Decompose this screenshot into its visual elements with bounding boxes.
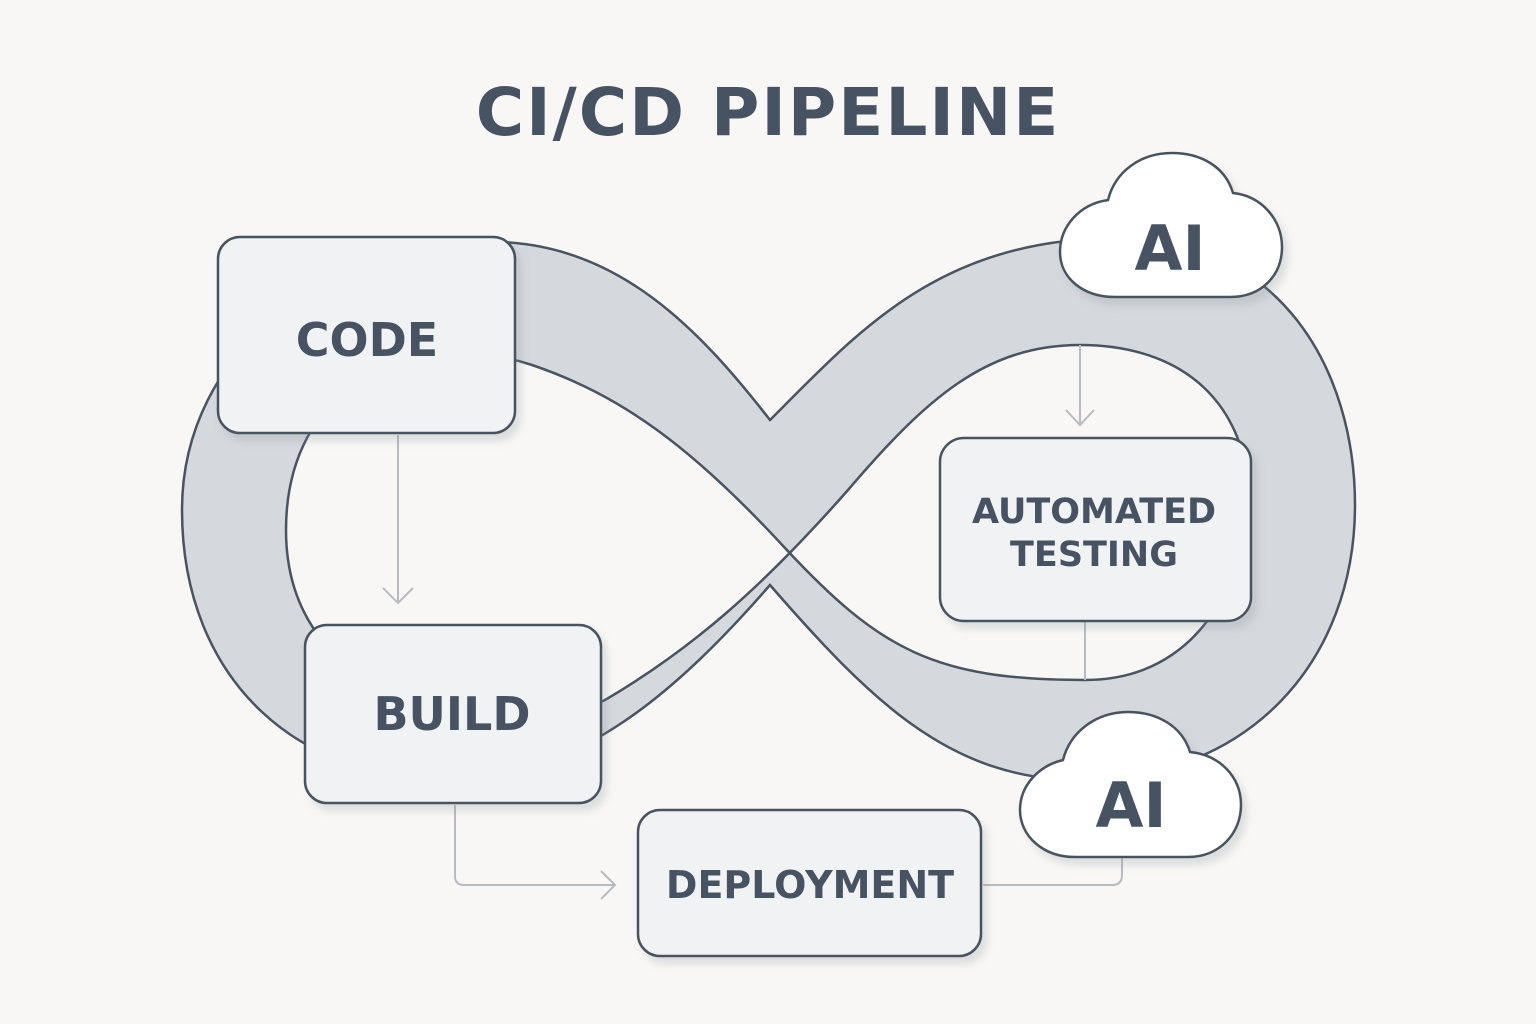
ai-cloud-top: AI — [1058, 151, 1284, 299]
deployment-to-ai-line — [983, 857, 1123, 886]
ai-cloud-top-label: AI — [1134, 212, 1205, 285]
stage-build-label: BUILD — [373, 687, 530, 741]
connectors — [382, 345, 1123, 900]
stage-build: BUILD — [303, 623, 603, 805]
stage-code: CODE — [216, 235, 517, 435]
stage-deployment-label: DEPLOYMENT — [666, 863, 954, 907]
build-to-deployment-arrowhead — [600, 870, 617, 900]
stage-code-label: CODE — [296, 313, 438, 367]
ai-cloud-bottom: AI — [1018, 710, 1243, 859]
stage-deployment: DEPLOYMENT — [636, 808, 983, 958]
stage-automated-testing: AUTOMATED TESTING — [938, 436, 1253, 623]
diagram-title: CI/CD PIPELINE — [475, 74, 1061, 151]
ai-to-testing-arrowhead — [1065, 409, 1095, 427]
build-to-deployment-arrow — [454, 805, 615, 886]
ai-cloud-bottom-label: AI — [1095, 769, 1166, 842]
stage-testing-label-line1: AUTOMATED — [972, 492, 1216, 532]
stage-testing-label-line2: TESTING — [1010, 535, 1178, 575]
code-to-build-arrowhead — [382, 587, 414, 605]
